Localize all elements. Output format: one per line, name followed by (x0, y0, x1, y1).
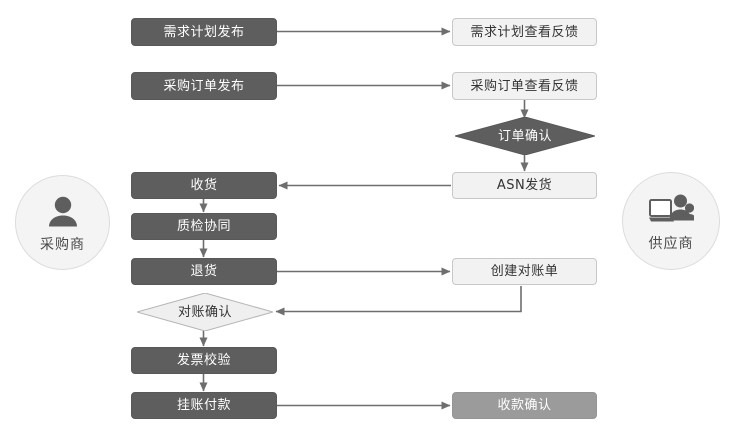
actor-supplier[interactable]: 供应商 (622, 172, 720, 270)
node-label: 需求计划发布 (163, 24, 245, 40)
node-demand-plan-feedback[interactable]: 需求计划查看反馈 (452, 18, 597, 46)
node-label: 需求计划查看反馈 (470, 24, 579, 40)
node-label: 订单确认 (497, 128, 552, 144)
actor-buyer[interactable]: 采购商 (15, 175, 110, 270)
node-label: 对账确认 (177, 304, 232, 320)
edge-create-statement-to-statement-confirm (275, 286, 522, 316)
node-label: 采购订单查看反馈 (470, 78, 579, 94)
node-label: 收货 (190, 178, 218, 193)
node-goods-receipt[interactable]: 收货 (131, 172, 277, 199)
node-po-publish[interactable]: 采购订单发布 (131, 72, 277, 100)
diamond-shape (137, 293, 273, 331)
actor-buyer-label: 采购商 (40, 237, 85, 253)
node-label: 质检协同 (176, 219, 231, 234)
person-icon (43, 193, 83, 233)
node-label: 退货 (190, 264, 218, 279)
diamond-shape (455, 117, 595, 155)
node-statement-confirm[interactable]: 对账确认 (137, 293, 273, 331)
node-order-confirm[interactable]: 订单确认 (455, 117, 595, 155)
node-asn-shipment[interactable]: ASN发货 (452, 172, 597, 199)
node-payment-posting[interactable]: 挂账付款 (131, 392, 277, 419)
node-label: ASN发货 (496, 178, 553, 193)
node-create-statement[interactable]: 创建对账单 (452, 258, 597, 285)
node-label: 挂账付款 (176, 398, 231, 413)
node-receipt-confirm[interactable]: 收款确认 (452, 392, 597, 419)
actor-supplier-label: 供应商 (648, 235, 694, 252)
node-demand-plan-publish[interactable]: 需求计划发布 (131, 18, 277, 46)
node-return-goods[interactable]: 退货 (131, 258, 277, 285)
person-at-computer-icon (648, 192, 696, 232)
node-label: 收款确认 (497, 398, 552, 413)
node-quality-collab[interactable]: 质检协同 (131, 213, 277, 240)
node-label: 发票校验 (176, 353, 231, 368)
node-label: 创建对账单 (490, 264, 559, 279)
node-po-feedback[interactable]: 采购订单查看反馈 (452, 72, 597, 100)
node-invoice-verify[interactable]: 发票校验 (131, 347, 277, 374)
node-label: 采购订单发布 (163, 78, 245, 94)
